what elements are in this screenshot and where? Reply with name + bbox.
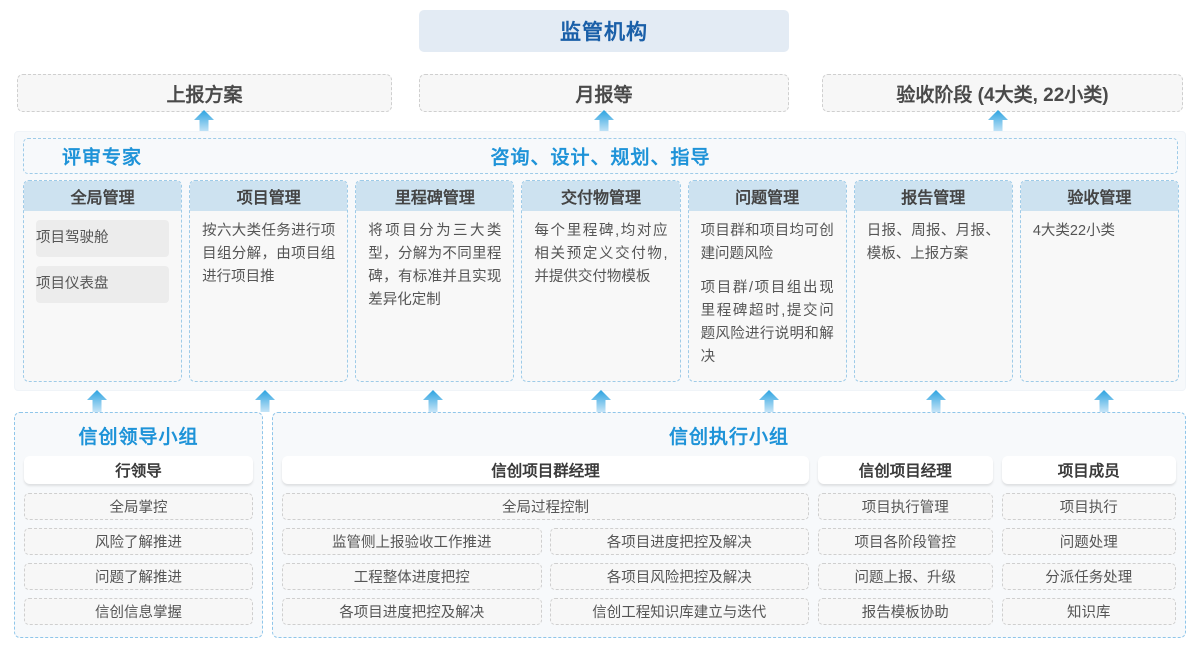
group-execution: 信创执行小组 信创项目群经理 全局过程控制 监管侧上报验收工作推进 各项目进度把… (272, 412, 1186, 638)
card-project-management[interactable]: 项目管理 按六大类任务进行项目组分解，由项目组进行项目推 (189, 180, 349, 382)
group-title: 信创领导小组 (78, 427, 199, 448)
report-box-acceptance: 验收阶段 (4大类, 22小类) (822, 74, 1183, 112)
role-column-bank-leader: 行领导 全局掌控 风险了解推进 问题了解推进 信创信息掌握 (24, 456, 253, 627)
card-acceptance-management[interactable]: 验收管理 4大类22小类 (1019, 180, 1179, 382)
role-item[interactable]: 项目执行 (1001, 493, 1176, 520)
role-item[interactable]: 各项目进度把控及解决 (282, 598, 542, 625)
role-item[interactable]: 问题处理 (1001, 528, 1176, 555)
card-paragraph: 日报、周报、月报、模板、上报方案 (866, 223, 1000, 262)
role-item-row: 监管侧上报验收工作推进 各项目进度把控及解决 (282, 528, 809, 555)
role-item[interactable]: 信创信息掌握 (24, 598, 253, 625)
card-body: 4大类22小类 (1021, 211, 1178, 381)
bottom-groups: 信创领导小组 行领导 全局掌控 风险了解推进 问题了解推进 信创信息掌握 信创执… (14, 412, 1186, 638)
role-item[interactable]: 项目执行管理 (818, 493, 993, 520)
card-body: 项目群和项目均可创建问题风险 项目群/项目组出现里程碑超时,提交问题风险进行说明… (689, 211, 846, 381)
consulting-label: 咨询、设计、规划、指导 (490, 147, 711, 169)
role-item[interactable]: 问题上报、升级 (818, 563, 993, 590)
role-head: 项目成员 (1001, 456, 1176, 484)
up-arrow-icon (87, 390, 107, 412)
card-deliverable-management[interactable]: 交付物管理 每个里程碑,均对应相关预定义交付物,并提供交付物模板 (521, 180, 681, 382)
role-item[interactable]: 信创工程知识库建立与迭代 (549, 598, 809, 625)
role-column-project-member: 项目成员 项目执行 问题处理 分派任务处理 知识库 (1001, 456, 1176, 627)
card-paragraph: 将项目分为三大类型，分解为不同里程碑，有标准并且实现差异化定制 (368, 223, 502, 308)
regulator-label: 监管机构 (560, 21, 648, 44)
group-title: 信创执行小组 (668, 427, 789, 448)
card-title: 报告管理 (854, 181, 1012, 211)
report-label: 验收阶段 (4大类, 22小类) (896, 84, 1109, 106)
up-arrow-icon (759, 390, 779, 412)
role-item[interactable]: 各项目进度把控及解决 (549, 528, 809, 555)
role-item[interactable]: 各项目风险把控及解决 (549, 563, 809, 590)
card-report-management[interactable]: 报告管理 日报、周报、月报、模板、上报方案 (853, 180, 1013, 382)
card-body: 日报、周报、月报、模板、上报方案 (855, 211, 1012, 381)
role-item[interactable]: 报告模板协助 (818, 598, 993, 625)
card-title: 交付物管理 (522, 181, 680, 211)
card-paragraph: 项目群和项目均可创建问题风险 (700, 223, 834, 262)
role-column-project-manager: 信创项目经理 项目执行管理 项目各阶段管控 问题上报、升级 报告模板协助 (818, 456, 993, 627)
group-leadership: 信创领导小组 行领导 全局掌控 风险了解推进 问题了解推进 信创信息掌握 (14, 412, 263, 638)
role-head: 行领导 (24, 456, 253, 484)
card-title: 全局管理 (24, 181, 182, 211)
role-item[interactable]: 分派任务处理 (1001, 563, 1176, 590)
role-column-program-manager: 信创项目群经理 全局过程控制 监管侧上报验收工作推进 各项目进度把控及解决 工程… (282, 456, 809, 627)
role-columns: 行领导 全局掌控 风险了解推进 问题了解推进 信创信息掌握 (24, 456, 253, 627)
role-item[interactable]: 监管侧上报验收工作推进 (282, 528, 542, 555)
card-body: 按六大类任务进行项目组分解，由项目组进行项目推 (190, 211, 347, 381)
report-label: 上报方案 (166, 84, 243, 106)
card-title: 项目管理 (190, 181, 348, 211)
up-arrow-icon (1094, 390, 1114, 412)
role-head: 信创项目经理 (818, 456, 993, 484)
role-item-list: 项目执行管理 项目各阶段管控 问题上报、升级 报告模板协助 (818, 493, 993, 627)
role-item-row: 各项目进度把控及解决 信创工程知识库建立与迭代 (282, 598, 809, 625)
role-item-list: 全局掌控 风险了解推进 问题了解推进 信创信息掌握 (24, 493, 253, 627)
up-arrow-icon (423, 390, 443, 412)
card-paragraph: 项目群/项目组出现里程碑超时,提交问题风险进行说明和解决 (700, 279, 834, 365)
card-milestone-management[interactable]: 里程碑管理 将项目分为三大类型，分解为不同里程碑，有标准并且实现差异化定制 (355, 180, 515, 382)
role-item[interactable]: 风险了解推进 (24, 528, 253, 555)
card-body: 每个里程碑,均对应相关预定义交付物,并提供交付物模板 (522, 211, 679, 381)
role-item[interactable]: 项目各阶段管控 (818, 528, 993, 555)
role-item-list: 全局过程控制 监管侧上报验收工作推进 各项目进度把控及解决 工程整体进度把控 各… (282, 493, 809, 627)
role-item[interactable]: 全局掌控 (24, 493, 253, 520)
card-body: 将项目分为三大类型，分解为不同里程碑，有标准并且实现差异化定制 (356, 211, 513, 381)
report-box-monthly: 月报等 (419, 74, 789, 112)
role-head: 信创项目群经理 (282, 456, 809, 484)
up-arrow-icon (194, 110, 214, 132)
chip-item[interactable]: 项目驾驶舱 (36, 220, 170, 257)
role-item-list: 项目执行 问题处理 分派任务处理 知识库 (1001, 493, 1176, 627)
up-arrow-icon (591, 390, 611, 412)
capability-card-list: 全局管理 项目驾驶舱 项目仪表盘 项目管理 按六大类任务进行项目组分解，由项目组… (23, 180, 1179, 382)
regulator-box: 监管机构 (419, 10, 789, 52)
review-expert-label: 评审专家 (62, 147, 143, 169)
role-item[interactable]: 工程整体进度把控 (282, 563, 542, 590)
chip-item[interactable]: 项目仪表盘 (36, 265, 170, 303)
report-box-plan: 上报方案 (17, 74, 392, 112)
up-arrow-icon (988, 110, 1008, 132)
up-arrow-icon (255, 390, 275, 412)
middle-panel: 评审专家 咨询、设计、规划、指导 全局管理 项目驾驶舱 项目仪表盘 项目管理 按… (14, 131, 1186, 391)
card-global-management[interactable]: 全局管理 项目驾驶舱 项目仪表盘 (23, 180, 183, 382)
up-arrow-icon (594, 110, 614, 132)
role-item[interactable]: 问题了解推进 (24, 563, 253, 590)
role-item[interactable]: 全局过程控制 (282, 493, 809, 520)
card-issue-management[interactable]: 问题管理 项目群和项目均可创建问题风险 项目群/项目组出现里程碑超时,提交问题风… (687, 180, 847, 382)
card-title: 里程碑管理 (356, 181, 514, 211)
report-label: 月报等 (575, 84, 633, 106)
card-paragraph: 按六大类任务进行项目组分解，由项目组进行项目推 (202, 223, 336, 285)
role-columns: 信创项目群经理 全局过程控制 监管侧上报验收工作推进 各项目进度把控及解决 工程… (282, 456, 1176, 627)
card-paragraph: 4大类22小类 (1032, 223, 1116, 239)
role-item[interactable]: 知识库 (1001, 598, 1176, 625)
card-title: 问题管理 (688, 181, 846, 211)
role-item-row: 工程整体进度把控 各项目风险把控及解决 (282, 563, 809, 590)
card-title: 验收管理 (1020, 181, 1178, 211)
card-body: 项目驾驶舱 项目仪表盘 (24, 211, 181, 381)
up-arrow-icon (926, 390, 946, 412)
card-paragraph: 每个里程碑,均对应相关预定义交付物,并提供交付物模板 (534, 223, 668, 285)
middle-panel-header: 评审专家 咨询、设计、规划、指导 (23, 138, 1178, 174)
